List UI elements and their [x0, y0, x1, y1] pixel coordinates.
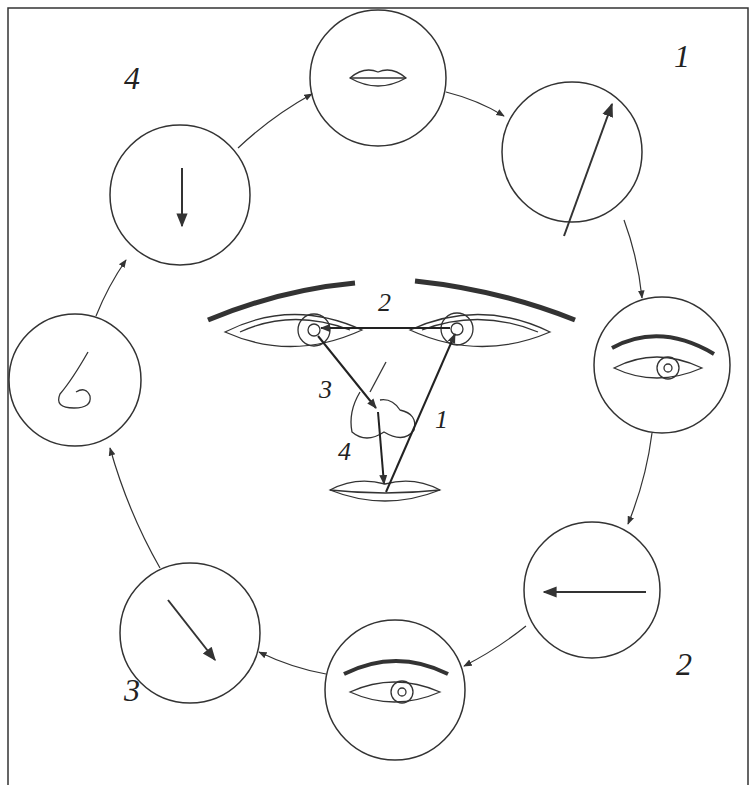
callout-number: 2	[378, 290, 391, 316]
ring-arrows	[96, 92, 652, 674]
callout-number: 1	[435, 407, 448, 433]
callout-number: 2	[676, 648, 692, 680]
face	[208, 281, 575, 501]
ring-circles	[9, 10, 730, 760]
frame	[8, 8, 748, 785]
callout-number: 1	[674, 40, 690, 72]
pictograms	[59, 70, 714, 703]
scan-path	[318, 328, 455, 492]
callout-number: 4	[338, 439, 351, 465]
callout-number: 4	[124, 62, 140, 94]
callout-number: 3	[124, 674, 140, 706]
callout-number: 3	[319, 377, 332, 403]
